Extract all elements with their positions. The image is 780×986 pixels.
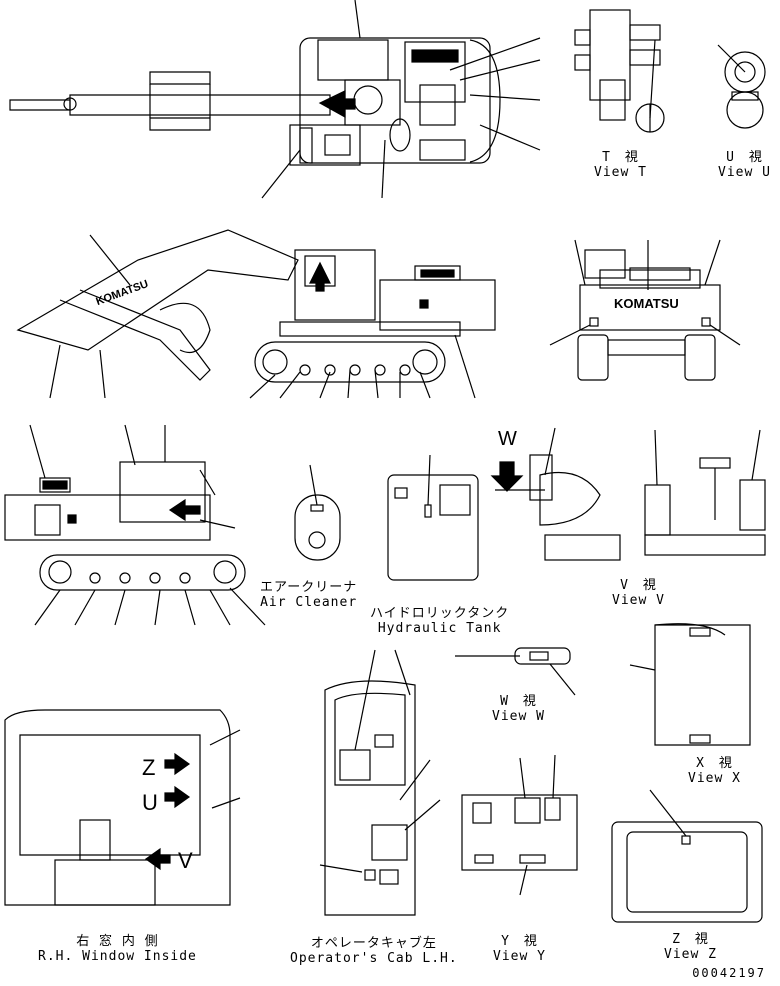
machine-side-view-rh: [16, 229, 496, 399]
rh-window-inside-diagram: Z U V: [4, 709, 241, 906]
caption-view-t: T 視 View T: [594, 150, 647, 180]
arrow-label-u: U: [142, 790, 158, 815]
machine-top-view: [9, 0, 541, 199]
caption-rh-window-inside-en: R.H. Window Inside: [38, 949, 197, 964]
caption-view-w-en: View W: [492, 709, 545, 724]
caption-view-x-jp: X 視: [696, 756, 733, 771]
view-z-diagram: [611, 789, 763, 923]
caption-view-z-jp: Z 視: [672, 932, 709, 947]
caption-view-y-jp: Y 視: [501, 934, 538, 949]
operator-cab-lh-diagram: [319, 649, 441, 916]
caption-view-w-jp: W 視: [500, 694, 537, 709]
machine-rear-view: [549, 239, 741, 381]
caption-operator-cab-lh-jp: オペレータキャブ左: [310, 936, 437, 951]
view-y-diagram: [461, 754, 578, 896]
caption-view-y-en: View Y: [493, 949, 546, 964]
caption-view-y: Y 視 View Y: [493, 934, 546, 964]
view-w-lever-diagram: [455, 647, 576, 696]
caption-view-v: V 視 View V: [612, 578, 665, 608]
caption-view-x-en: View X: [688, 771, 741, 786]
caption-view-z: Z 視 View Z: [664, 932, 717, 962]
caption-rh-window-inside-jp: 右 窓 内 側: [76, 934, 159, 949]
caption-view-v-en: View V: [612, 593, 665, 608]
caption-air-cleaner: エアークリーナ Air Cleaner: [260, 580, 357, 610]
hydraulic-tank-diagram: [387, 454, 479, 581]
view-u-diagram: [717, 44, 766, 129]
arrow-label-z: Z: [142, 755, 155, 780]
arrow-label-w: W: [498, 428, 518, 450]
document-number: 00042197: [692, 966, 766, 980]
caption-view-u-jp: U 視: [726, 150, 763, 165]
caption-view-v-jp: V 視: [620, 578, 657, 593]
caption-view-t-jp: T 視: [602, 150, 639, 165]
caption-view-z-en: View Z: [664, 947, 717, 962]
caption-view-t-en: View T: [594, 165, 647, 180]
view-w-control-diagram: [490, 427, 621, 561]
air-cleaner-diagram: [294, 464, 341, 561]
machine-side-view-lh: [4, 424, 266, 626]
caption-air-cleaner-en: Air Cleaner: [260, 595, 358, 610]
caption-view-u-en: View U: [718, 165, 771, 180]
caption-operator-cab-lh-en: Operator's Cab L.H.: [290, 951, 458, 966]
caption-hydraulic-tank-en: Hydraulic Tank: [377, 621, 502, 636]
caption-view-w: W 視 View W: [492, 694, 545, 724]
caption-hydraulic-tank-jp: ハイドロリックタンク: [370, 606, 510, 621]
caption-view-x: X 視 View X: [688, 756, 741, 786]
view-x-diagram: [629, 623, 751, 746]
caption-rh-window-inside: 右 窓 内 側 R.H. Window Inside: [38, 934, 197, 964]
arrow-label-v: V: [178, 848, 193, 873]
caption-air-cleaner-jp: エアークリーナ: [260, 580, 358, 595]
caption-operator-cab-lh: オペレータキャブ左 Operator's Cab L.H.: [290, 936, 458, 966]
caption-view-u: U 視 View U: [718, 150, 771, 180]
track-rollers-lh: [48, 560, 237, 584]
komatsu-logo-rear: KOMATSU: [614, 296, 679, 311]
view-v-diagram: [644, 429, 766, 556]
view-t-diagram: [574, 9, 665, 133]
caption-hydraulic-tank: ハイドロリックタンク Hydraulic Tank: [370, 606, 509, 636]
